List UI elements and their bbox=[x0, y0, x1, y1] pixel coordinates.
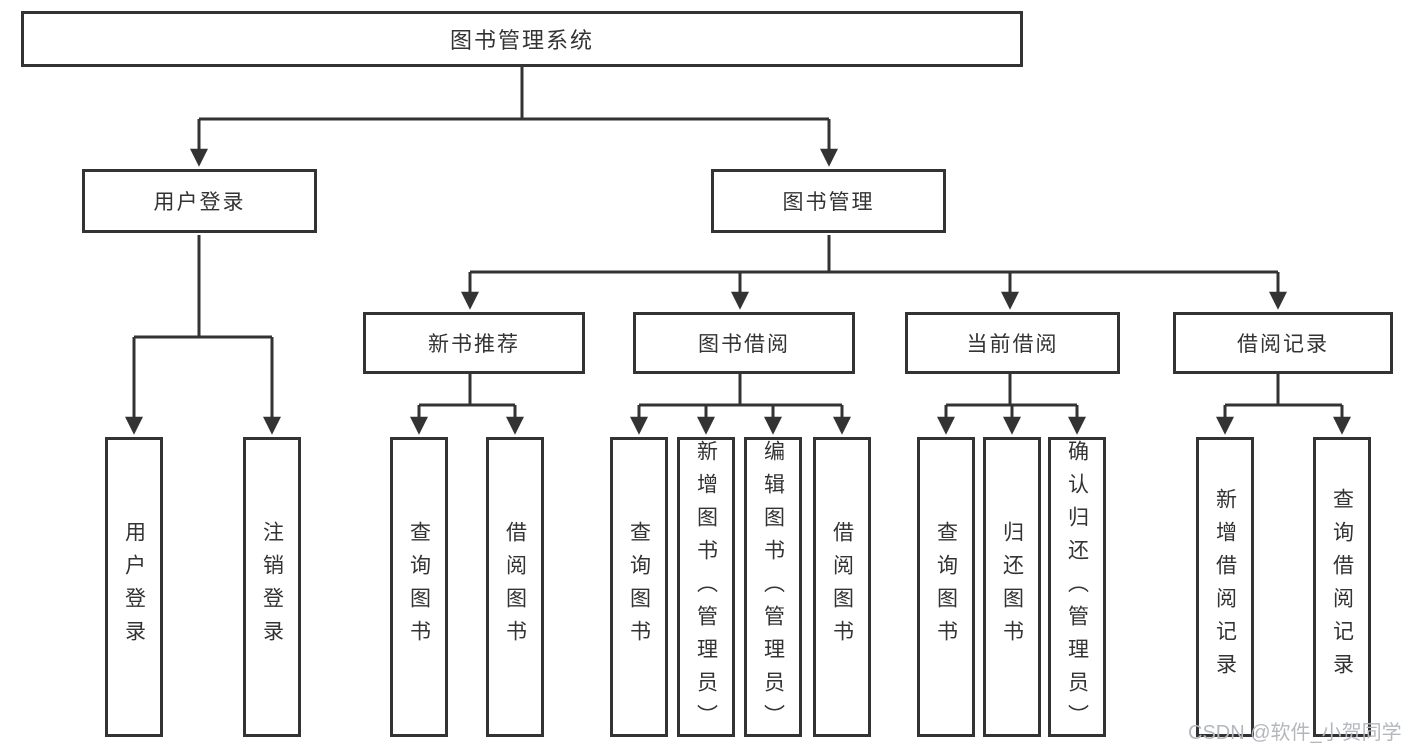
node-book-borrowing: 图书借阅 bbox=[633, 312, 855, 374]
leaf-borrow-borrow-books: 借阅图书 bbox=[813, 437, 871, 737]
leaf-borrow-edit-books-admin: 编辑图书（管理员） bbox=[744, 437, 802, 737]
node-book-management: 图书管理 bbox=[711, 169, 946, 233]
node-new-book-recommend: 新书推荐 bbox=[363, 312, 585, 374]
leaf-logout-label: 注销登录 bbox=[260, 521, 284, 653]
node-root: 图书管理系统 bbox=[21, 11, 1023, 67]
leaf-current-return-books-label: 归还图书 bbox=[1000, 521, 1024, 653]
leaf-newrec-query-books-label: 查询图书 bbox=[407, 521, 431, 653]
node-borrowing-records-label: 借阅记录 bbox=[1237, 333, 1329, 356]
leaf-newrec-query-books: 查询图书 bbox=[390, 437, 448, 737]
leaf-newrec-borrow-books: 借阅图书 bbox=[486, 437, 544, 737]
leaf-user-login-label: 用户登录 bbox=[122, 521, 146, 653]
leaf-current-query-books: 查询图书 bbox=[917, 437, 975, 737]
leaf-borrow-add-books-admin: 新增图书（管理员） bbox=[677, 437, 735, 737]
node-user-login: 用户登录 bbox=[82, 169, 317, 233]
leaf-newrec-borrow-books-label: 借阅图书 bbox=[503, 521, 527, 653]
node-current-borrowing: 当前借阅 bbox=[905, 312, 1120, 374]
node-book-borrowing-label: 图书借阅 bbox=[698, 333, 790, 356]
leaf-records-query-record-label: 查询借阅记录 bbox=[1330, 488, 1354, 686]
leaf-borrow-borrow-books-label: 借阅图书 bbox=[830, 521, 854, 653]
node-current-borrowing-label: 当前借阅 bbox=[966, 333, 1059, 356]
leaf-records-add-record: 新增借阅记录 bbox=[1196, 437, 1254, 737]
leaf-current-confirm-return-admin: 确认归还（管理员） bbox=[1048, 437, 1106, 737]
leaf-records-query-record: 查询借阅记录 bbox=[1313, 437, 1371, 737]
leaf-current-return-books: 归还图书 bbox=[983, 437, 1041, 737]
leaf-borrow-query-books-label: 查询图书 bbox=[627, 521, 651, 653]
leaf-borrow-query-books: 查询图书 bbox=[610, 437, 668, 737]
node-book-management-label: 图书管理 bbox=[782, 191, 875, 214]
node-user-login-label: 用户登录 bbox=[153, 191, 246, 214]
leaf-logout: 注销登录 bbox=[243, 437, 301, 737]
node-new-book-recommend-label: 新书推荐 bbox=[428, 333, 520, 356]
leaf-current-confirm-return-admin-label: 确认归还（管理员） bbox=[1065, 440, 1089, 737]
node-root-label: 图书管理系统 bbox=[449, 28, 594, 53]
leaf-user-login: 用户登录 bbox=[105, 437, 163, 737]
watermark: CSDN @软件_小贺同学 bbox=[1188, 722, 1402, 744]
leaf-borrow-edit-books-admin-label: 编辑图书（管理员） bbox=[761, 440, 785, 737]
node-borrowing-records: 借阅记录 bbox=[1173, 312, 1393, 374]
leaf-current-query-books-label: 查询图书 bbox=[934, 521, 958, 653]
leaf-records-add-record-label: 新增借阅记录 bbox=[1213, 488, 1237, 686]
leaf-borrow-add-books-admin-label: 新增图书（管理员） bbox=[694, 440, 718, 737]
